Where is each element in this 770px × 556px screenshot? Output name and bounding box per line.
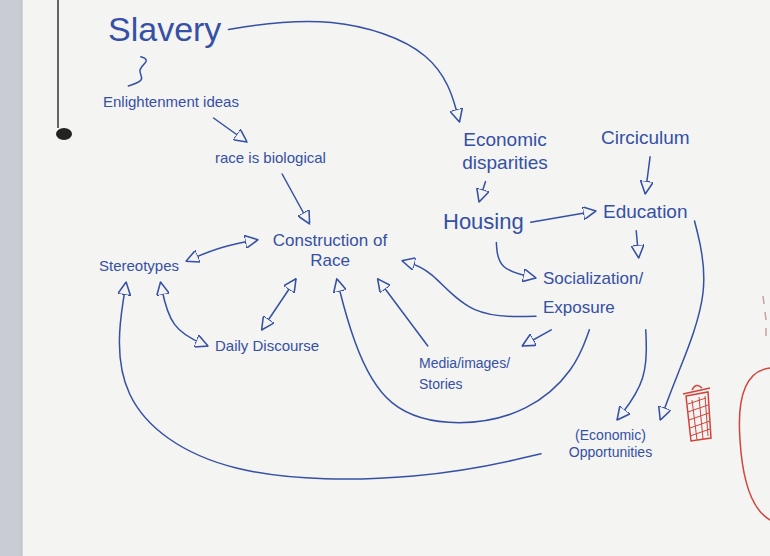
concept-node: Enlightenment ideas xyxy=(100,90,242,114)
node-text: Socialization/ Exposure xyxy=(543,265,678,323)
node-text: Housing xyxy=(443,209,524,235)
connector-arrow xyxy=(186,240,258,262)
red-sketch-arc xyxy=(739,368,770,520)
node-text: Circiculum xyxy=(601,127,690,150)
node-text: Enlightenment ideas xyxy=(103,93,239,111)
node-text: Media/images/ Stories xyxy=(419,353,531,395)
marker-cap xyxy=(56,128,72,140)
node-text: Economic disparities xyxy=(443,129,567,175)
connector-arrow xyxy=(262,279,296,330)
concept-node: Education xyxy=(600,198,691,227)
connector-arrow xyxy=(496,242,536,278)
concept-node: (Economic) Opportunities xyxy=(545,424,676,464)
concept-node: Circiculum xyxy=(598,124,693,153)
concept-node: Housing xyxy=(440,206,527,238)
node-text: Stereotypes xyxy=(99,257,179,275)
connector-arrow xyxy=(402,261,536,317)
marker-string xyxy=(57,0,59,128)
dotted-mark xyxy=(763,296,766,336)
trash-can-lid xyxy=(683,388,710,394)
concept-node: Socialization/ Exposure xyxy=(540,262,681,326)
node-text: Slavery xyxy=(108,9,221,50)
connector-group xyxy=(119,21,703,479)
trash-can-sketch xyxy=(683,385,711,441)
connector-arrow xyxy=(161,282,208,346)
node-text: Education xyxy=(603,201,688,224)
connector-arrow xyxy=(128,57,146,86)
connector-arrow xyxy=(479,182,485,202)
connector-arrow xyxy=(636,231,638,258)
connector-arrow xyxy=(228,21,459,122)
frame-edge xyxy=(22,0,23,556)
connector-arrow xyxy=(282,174,309,224)
trash-can-hatching xyxy=(688,396,710,440)
connector-arrow xyxy=(119,282,541,479)
concept-node: Media/images/ Stories xyxy=(416,350,534,398)
node-text: race is biological xyxy=(215,149,326,167)
connector-arrow xyxy=(531,211,596,222)
concept-node: Construction of Race xyxy=(262,228,398,275)
connector-arrow xyxy=(660,221,704,420)
node-text: Construction of Race xyxy=(265,231,395,272)
trash-can-handle xyxy=(692,385,702,390)
connector-arrow xyxy=(617,330,646,420)
concept-node: Economic disparities xyxy=(440,126,570,178)
concept-node: race is biological xyxy=(212,146,329,170)
connector-arrow xyxy=(214,118,248,142)
connector-arrow xyxy=(522,330,551,346)
connector-arrow xyxy=(378,279,428,346)
board-frame xyxy=(0,0,22,556)
concept-node: Daily Discourse xyxy=(212,334,322,358)
concept-node: Slavery xyxy=(105,6,224,53)
trash-can-body xyxy=(686,392,711,441)
node-text: Daily Discourse xyxy=(215,337,319,355)
concept-node: Stereotypes xyxy=(96,254,182,278)
node-text: (Economic) Opportunities xyxy=(548,427,673,461)
connector-arrow xyxy=(645,157,650,194)
